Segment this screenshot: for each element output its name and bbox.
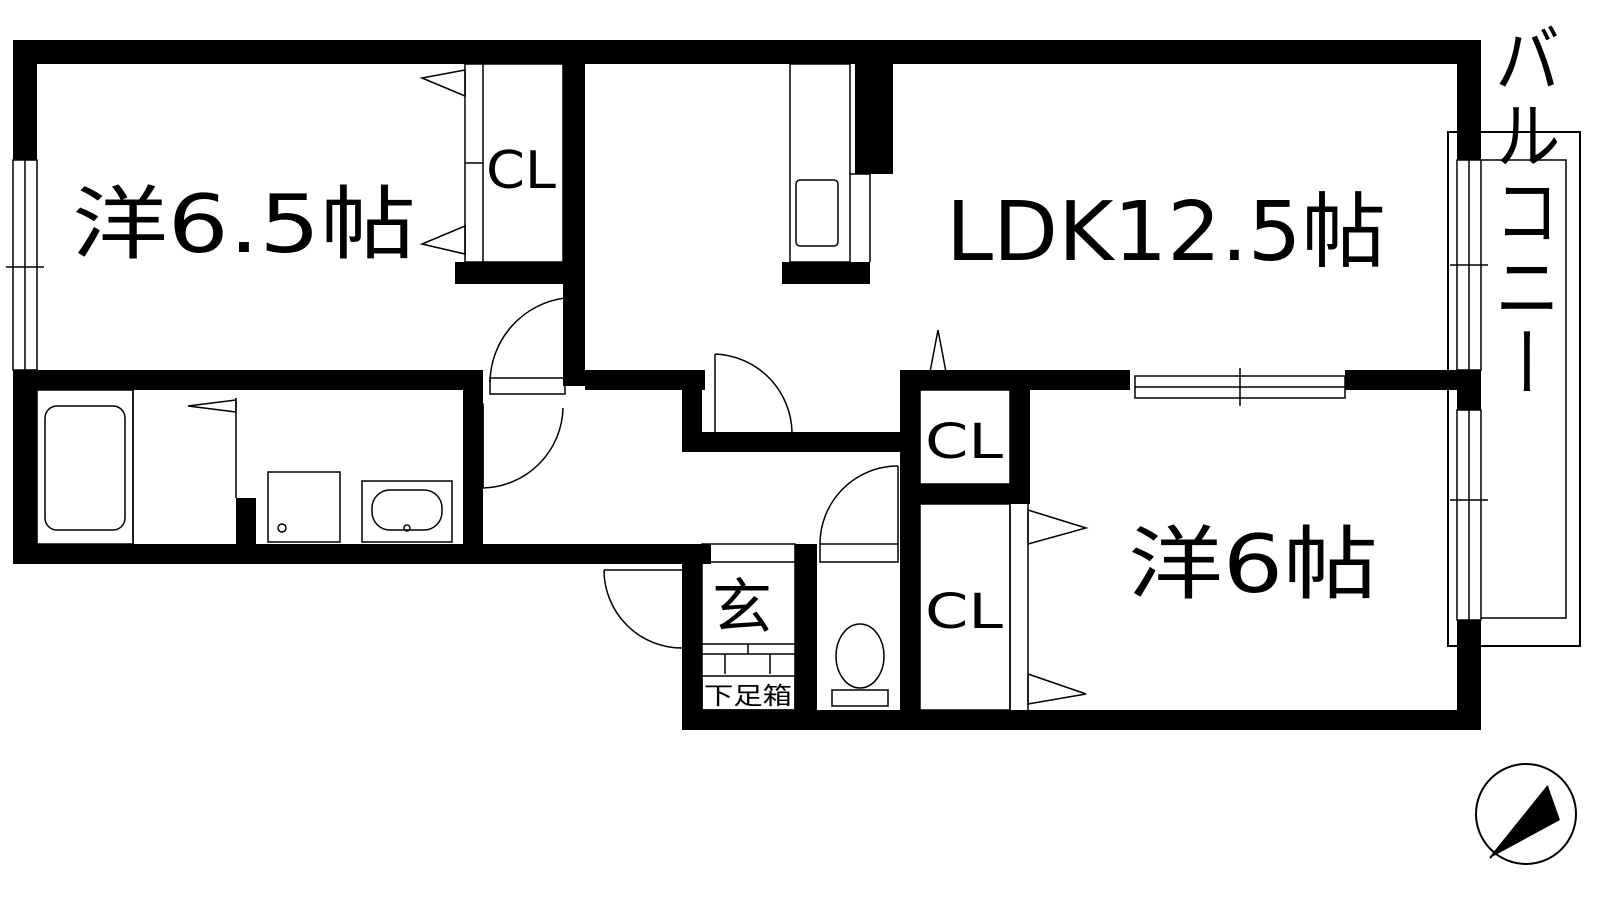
toilet bbox=[831, 623, 889, 707]
balcony-label: バルコニー bbox=[1484, 20, 1561, 400]
closet-label-2: CL bbox=[925, 414, 1003, 470]
room-label-western-2: 洋6帖 bbox=[1128, 518, 1378, 611]
closet-3 bbox=[919, 503, 1089, 711]
closet-label-3: CL bbox=[925, 584, 1003, 640]
room-label-ldk: LDK12.5帖 bbox=[946, 185, 1386, 280]
room-label-entrance: 玄 bbox=[712, 573, 772, 643]
shoe-box-label: 下足箱 bbox=[704, 682, 792, 710]
north-arrow-icon bbox=[1475, 763, 1577, 865]
closet-1 bbox=[419, 63, 564, 263]
room-label-western-1: 洋6.5帖 bbox=[72, 178, 416, 271]
washbasin bbox=[361, 480, 453, 543]
interior-walls bbox=[13, 40, 1481, 730]
washing-machine bbox=[267, 471, 341, 543]
kitchen-counter bbox=[789, 63, 871, 263]
bathtub bbox=[36, 389, 237, 545]
doors bbox=[465, 297, 947, 649]
closet-2 bbox=[919, 389, 1011, 485]
entrance-area bbox=[701, 543, 796, 711]
closet-label-1: CL bbox=[486, 141, 556, 201]
window-marks bbox=[6, 264, 1488, 501]
